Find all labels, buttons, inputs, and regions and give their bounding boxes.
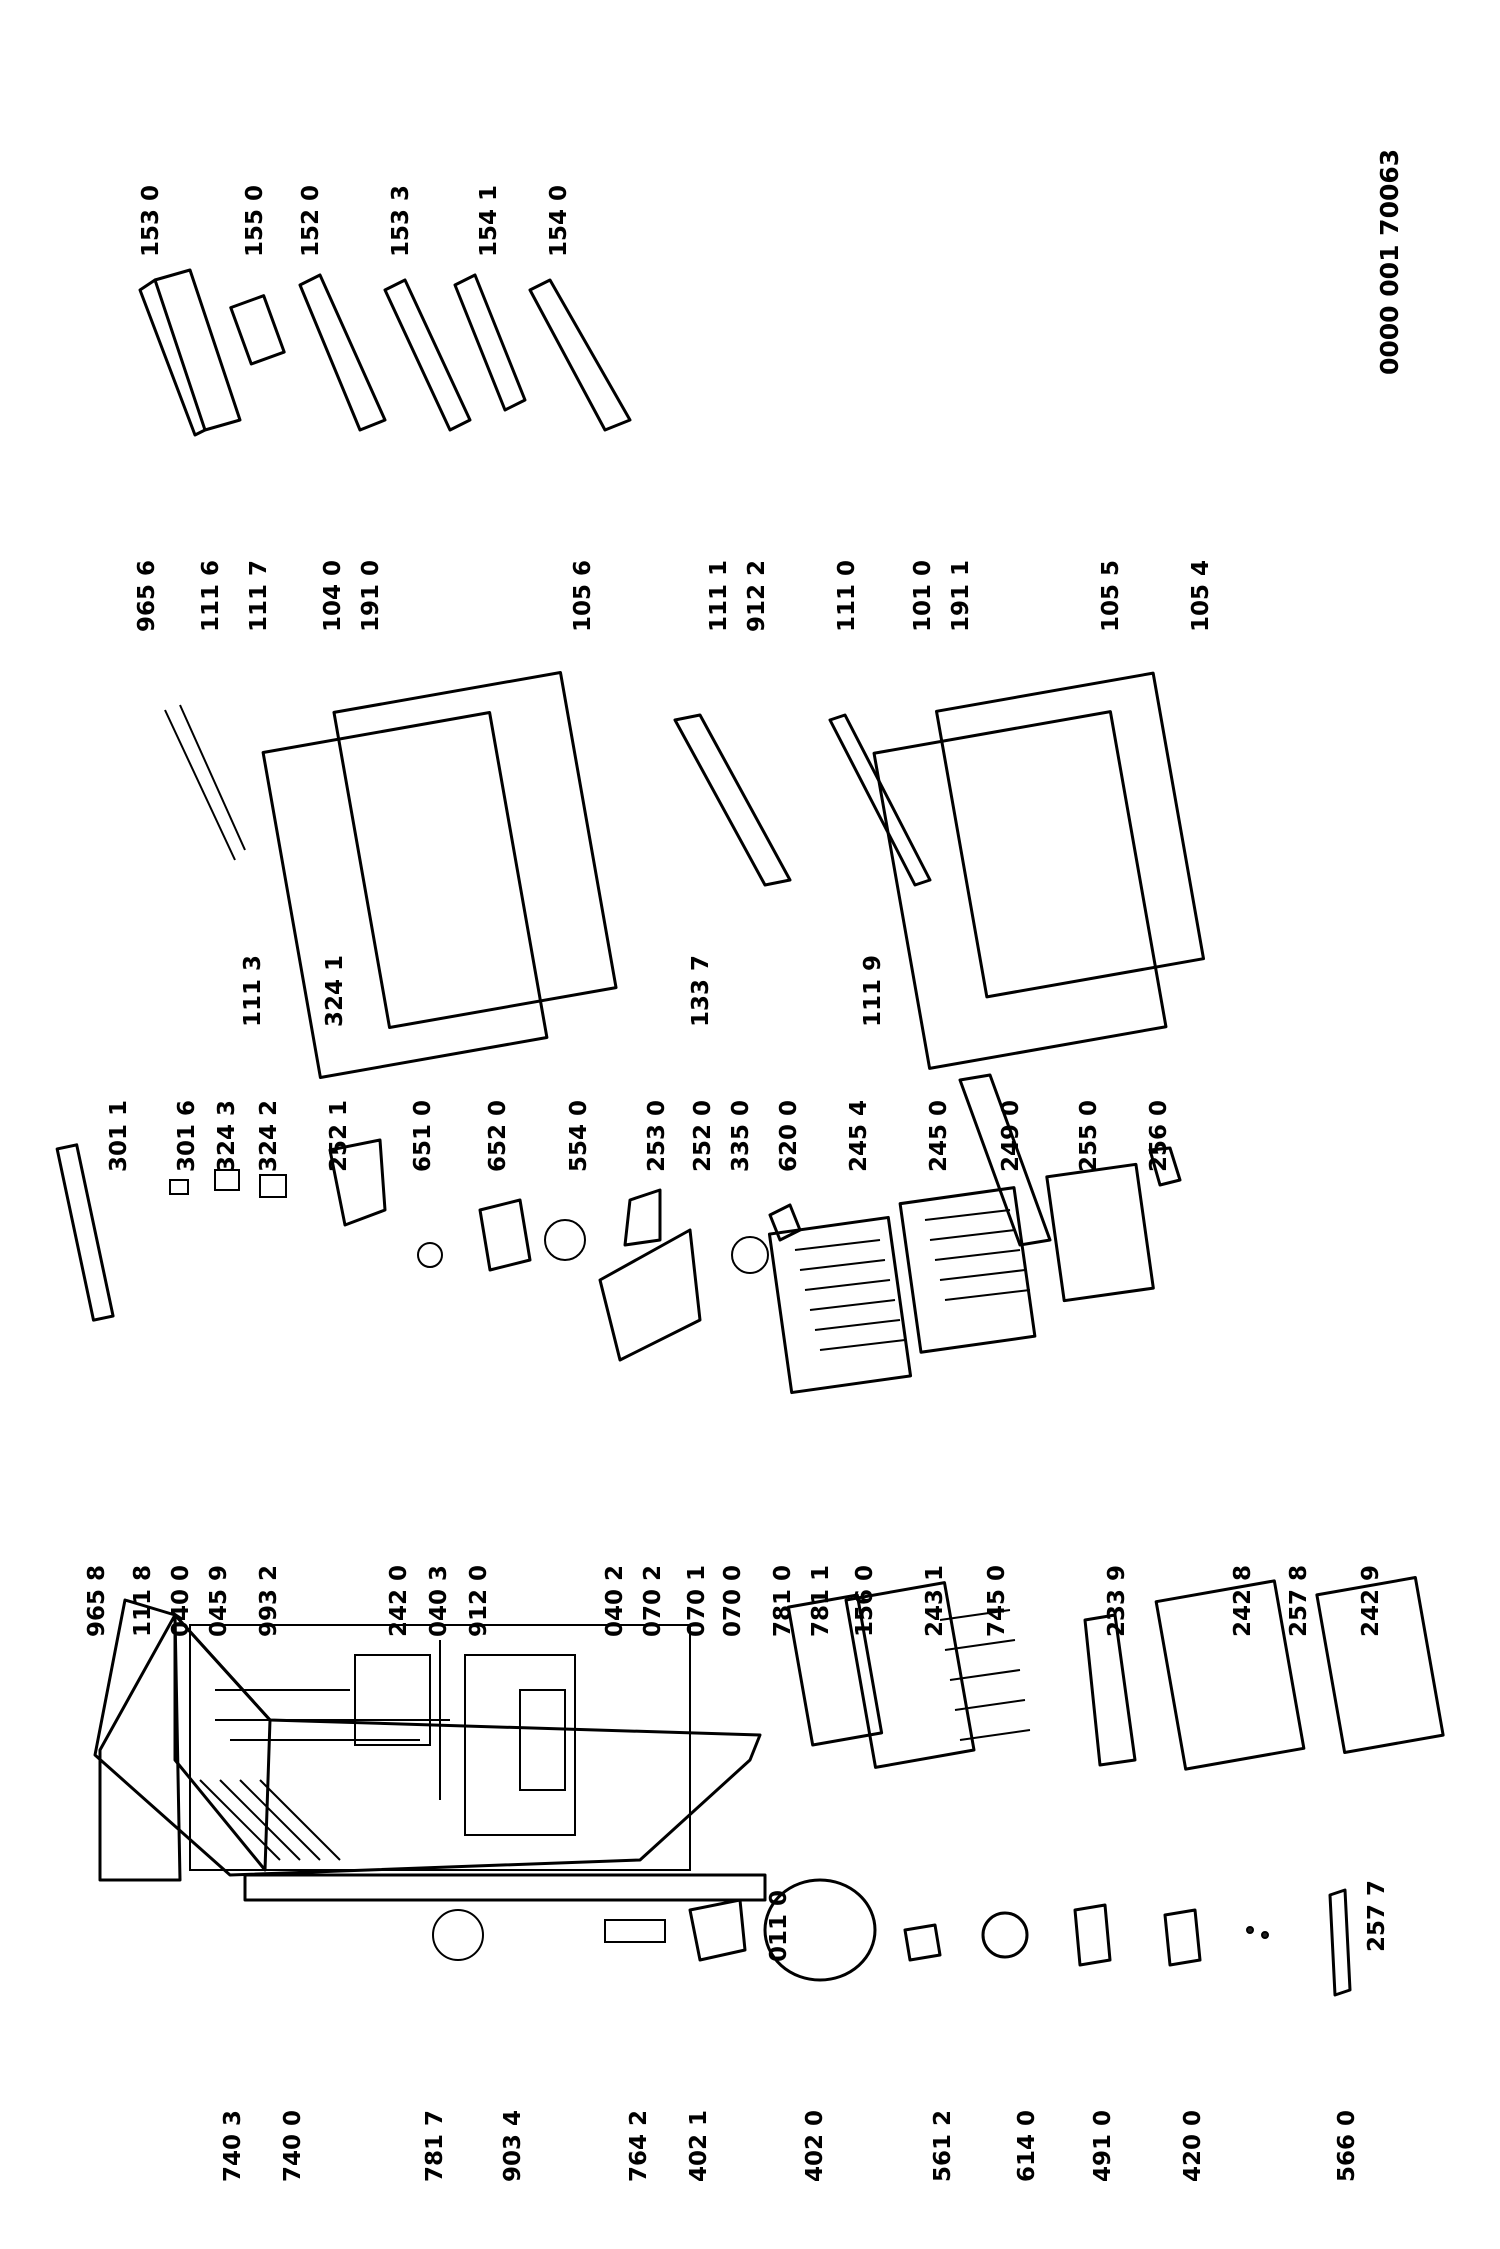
part-label-1541: 154 1 [476, 185, 502, 257]
part-label-4021: 402 1 [686, 2110, 712, 2182]
part-label-1118: 111 8 [130, 1565, 156, 1637]
part-label-6520: 652 0 [485, 1100, 511, 1172]
part-label-9658: 965 8 [84, 1565, 110, 1637]
part-label-1040: 104 0 [320, 560, 346, 632]
door-trays [138, 268, 632, 437]
part-label-1550: 155 0 [242, 185, 268, 257]
part-label-1113: 111 3 [240, 955, 266, 1027]
part-label-1520: 152 0 [298, 185, 324, 257]
part-label-7450: 745 0 [984, 1565, 1010, 1637]
part-label-7400: 740 0 [280, 2110, 306, 2182]
part-label-0403: 040 3 [426, 1565, 452, 1637]
part-label-3016: 301 6 [174, 1100, 200, 1172]
part-label-9120: 912 0 [466, 1565, 492, 1637]
part-label-1910: 191 0 [358, 560, 384, 632]
part-label-2428: 242 8 [1230, 1565, 1256, 1637]
part-label-1533: 153 3 [388, 185, 414, 257]
part-label-5612: 561 2 [930, 2110, 956, 2182]
part-label-1010: 101 0 [910, 560, 936, 632]
part-label-1911: 191 1 [948, 560, 974, 632]
part-label-2577: 257 7 [1364, 1880, 1390, 1952]
part-labels: 153 0 155 0 152 0 153 3 154 1 154 0 965 6 111 6… [84, 185, 1390, 2182]
part-label-1054: 105 4 [1188, 560, 1214, 632]
part-label-3242: 324 2 [256, 1100, 282, 1172]
part-label-1560: 156 0 [852, 1565, 878, 1637]
document-number: 0000 001 70063 [1375, 149, 1404, 375]
part-label-2520: 252 0 [690, 1100, 716, 1172]
part-label-1056: 105 6 [570, 560, 596, 632]
part-label-2339: 233 9 [1104, 1565, 1130, 1637]
part-label-1117: 111 7 [246, 560, 272, 632]
part-label-4200: 420 0 [1180, 2110, 1206, 2182]
lower-door [828, 671, 1206, 1070]
part-label-1530: 153 0 [138, 185, 164, 257]
part-label-1111: 111 1 [706, 560, 732, 632]
part-label-3011: 301 1 [106, 1100, 132, 1172]
shelves [767, 1073, 1182, 1395]
part-label-9034: 903 4 [500, 2110, 526, 2182]
part-label-2578: 257 8 [1286, 1565, 1312, 1637]
part-label-7642: 764 2 [626, 2110, 652, 2182]
part-label-0702: 070 2 [640, 1565, 666, 1637]
part-label-6510: 651 0 [410, 1100, 436, 1172]
part-label-1110: 111 0 [834, 560, 860, 632]
part-label-5660: 566 0 [1334, 2110, 1360, 2182]
part-label-2431: 243 1 [922, 1565, 948, 1637]
part-label-2521: 252 1 [326, 1100, 352, 1172]
part-label-2550: 255 0 [1076, 1100, 1102, 1172]
control-components [55, 1138, 802, 1362]
part-label-2450: 245 0 [926, 1100, 952, 1172]
part-label-5540: 554 0 [566, 1100, 592, 1172]
part-label-0700: 070 0 [720, 1565, 746, 1637]
part-label-1055: 105 5 [1098, 560, 1124, 632]
part-label-0701: 070 1 [684, 1565, 710, 1637]
part-label-9122: 912 2 [744, 560, 770, 632]
part-label-2429: 242 9 [1358, 1565, 1384, 1637]
part-label-1119: 111 9 [860, 955, 886, 1027]
part-label-6200: 620 0 [776, 1100, 802, 1172]
part-label-0402: 040 2 [602, 1565, 628, 1637]
part-label-9932: 993 2 [256, 1565, 282, 1637]
part-label-7811: 781 1 [808, 1565, 834, 1637]
part-label-2420: 242 0 [386, 1565, 412, 1637]
part-label-7817: 781 7 [422, 2110, 448, 2182]
part-label-9656: 965 6 [134, 560, 160, 632]
part-label-7810: 781 0 [770, 1565, 796, 1637]
upper-door [164, 670, 792, 1079]
part-label-0459: 045 9 [206, 1565, 232, 1637]
part-label-6140: 614 0 [1014, 2110, 1040, 2182]
part-label-2490: 249 0 [998, 1100, 1024, 1172]
part-label-3243: 324 3 [214, 1100, 240, 1172]
part-label-1540: 154 0 [546, 185, 572, 257]
part-label-0110: 011 0 [766, 1890, 792, 1962]
part-label-2560: 256 0 [1146, 1100, 1172, 1172]
drawers [786, 1576, 1445, 1771]
part-label-3350: 335 0 [728, 1100, 754, 1172]
part-label-2530: 253 0 [644, 1100, 670, 1172]
part-label-3241: 324 1 [322, 955, 348, 1027]
part-label-2454: 245 4 [846, 1100, 872, 1172]
part-label-4020: 402 0 [802, 2110, 828, 2182]
compressor-parts [243, 1873, 1352, 1997]
part-label-4910: 491 0 [1090, 2110, 1116, 2182]
part-label-1337: 133 7 [688, 955, 714, 1027]
part-label-1116: 111 6 [198, 560, 224, 632]
part-label-0400: 040 0 [168, 1565, 194, 1637]
cabinet-body [93, 1598, 762, 1882]
part-label-7403: 740 3 [220, 2110, 246, 2182]
